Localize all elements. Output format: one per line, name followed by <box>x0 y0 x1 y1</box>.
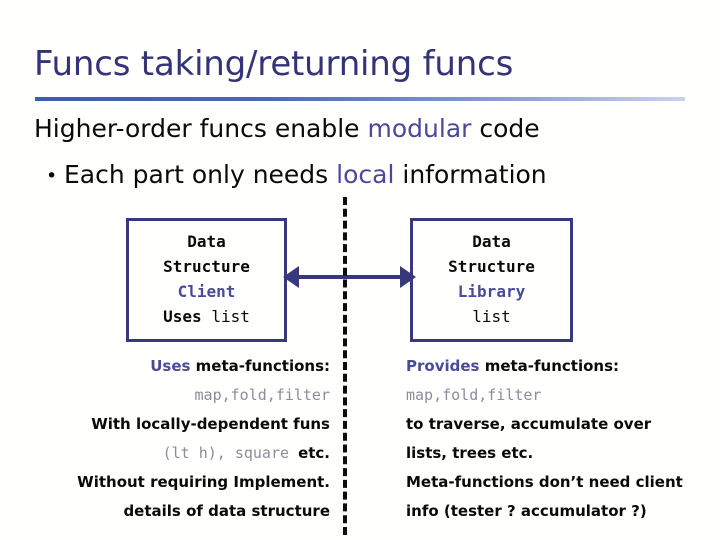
right-box-line-2: Structure <box>448 257 535 276</box>
left-box-line-1: Data <box>187 232 226 251</box>
library-note-row-5: Meta-functions don’t need client <box>406 468 716 497</box>
right-box-type-name: list <box>472 307 511 326</box>
library-note-1-lead: Provides <box>406 357 480 375</box>
bullet-2-post: information <box>394 160 547 189</box>
data-structure-library-box: Data Structure Library list <box>410 218 573 342</box>
right-box-line-3: Library <box>457 282 526 301</box>
title-underline-rule <box>35 97 685 101</box>
arrow-head-right-icon <box>400 266 416 288</box>
client-note-1-lead: Uses <box>150 357 191 375</box>
client-note-row-5: Without requiring Implement. <box>10 468 330 497</box>
bullet-line-1: Higher-order funcs enable modular code <box>34 114 704 144</box>
right-box-line-4: list <box>413 304 570 329</box>
arrow-head-left-icon <box>283 266 299 288</box>
library-note-row-6: info (tester ? accumulator ?) <box>406 497 716 526</box>
bullet-2-highlight: local <box>336 160 395 189</box>
client-note-1-strong: meta-functions: <box>190 357 330 375</box>
library-note-1-strong: meta-functions: <box>479 357 620 375</box>
data-structure-client-box: Data Structure Client Uses list <box>126 218 287 342</box>
bullet-2-pre: Each part only needs <box>64 160 337 189</box>
left-box-line-3: Client <box>177 282 236 301</box>
client-note-4-tail: etc. <box>298 444 330 462</box>
left-box-line-2: Structure <box>163 257 250 276</box>
client-note-3-strong: With locally-dependent funs <box>91 415 330 433</box>
bullet-1-pre: Higher-order funcs enable <box>34 114 368 143</box>
library-note-row-2: map,fold,filter <box>406 381 716 410</box>
client-note-row-4: (lt h), square etc. <box>10 439 330 468</box>
page-title: Funcs taking/returning funcs <box>34 44 514 84</box>
bullet-dot-icon: • <box>46 165 58 187</box>
dashed-vertical-divider <box>343 197 347 535</box>
client-note-row-6: details of data structure <box>10 497 330 526</box>
library-note-row-1: Provides meta-functions: <box>406 352 716 381</box>
library-note-row-4: lists, trees etc. <box>406 439 716 468</box>
bullet-1-highlight: modular <box>367 114 472 143</box>
library-note-2-code: map,fold,filter <box>406 386 542 404</box>
right-box-line-1: Data <box>472 232 511 251</box>
library-note-6-strong: info (tester ? accumulator ?) <box>406 502 647 520</box>
library-notes-column: Provides meta-functions: map,fold,filter… <box>406 352 716 526</box>
library-note-row-3: to traverse, accumulate over <box>406 410 716 439</box>
library-note-4-strong: lists, trees etc. <box>406 444 534 462</box>
bullet-line-2: • Each part only needs local information <box>46 160 716 191</box>
bullet-1-post: code <box>471 114 540 143</box>
left-box-line-4: Uses list <box>129 304 284 329</box>
client-note-6-strong: details of data structure <box>123 502 330 520</box>
client-note-4-code: (lt h), square <box>162 444 299 462</box>
client-note-row-3: With locally-dependent funs <box>10 410 330 439</box>
left-box-uses-label: Uses <box>163 307 202 326</box>
bidirectional-arrow-shaft <box>292 275 404 279</box>
library-note-3-strong: to traverse, accumulate over <box>406 415 652 433</box>
client-note-2-code: map,fold,filter <box>194 386 330 404</box>
client-notes-column: Uses meta-functions: map,fold,filter Wit… <box>10 352 330 526</box>
client-note-row-1: Uses meta-functions: <box>10 352 330 381</box>
client-note-5-strong: Without requiring Implement. <box>77 473 330 491</box>
library-note-5-strong: Meta-functions don’t need client <box>406 473 683 491</box>
left-box-type-name: list <box>211 307 250 326</box>
client-note-row-2: map,fold,filter <box>10 381 330 410</box>
